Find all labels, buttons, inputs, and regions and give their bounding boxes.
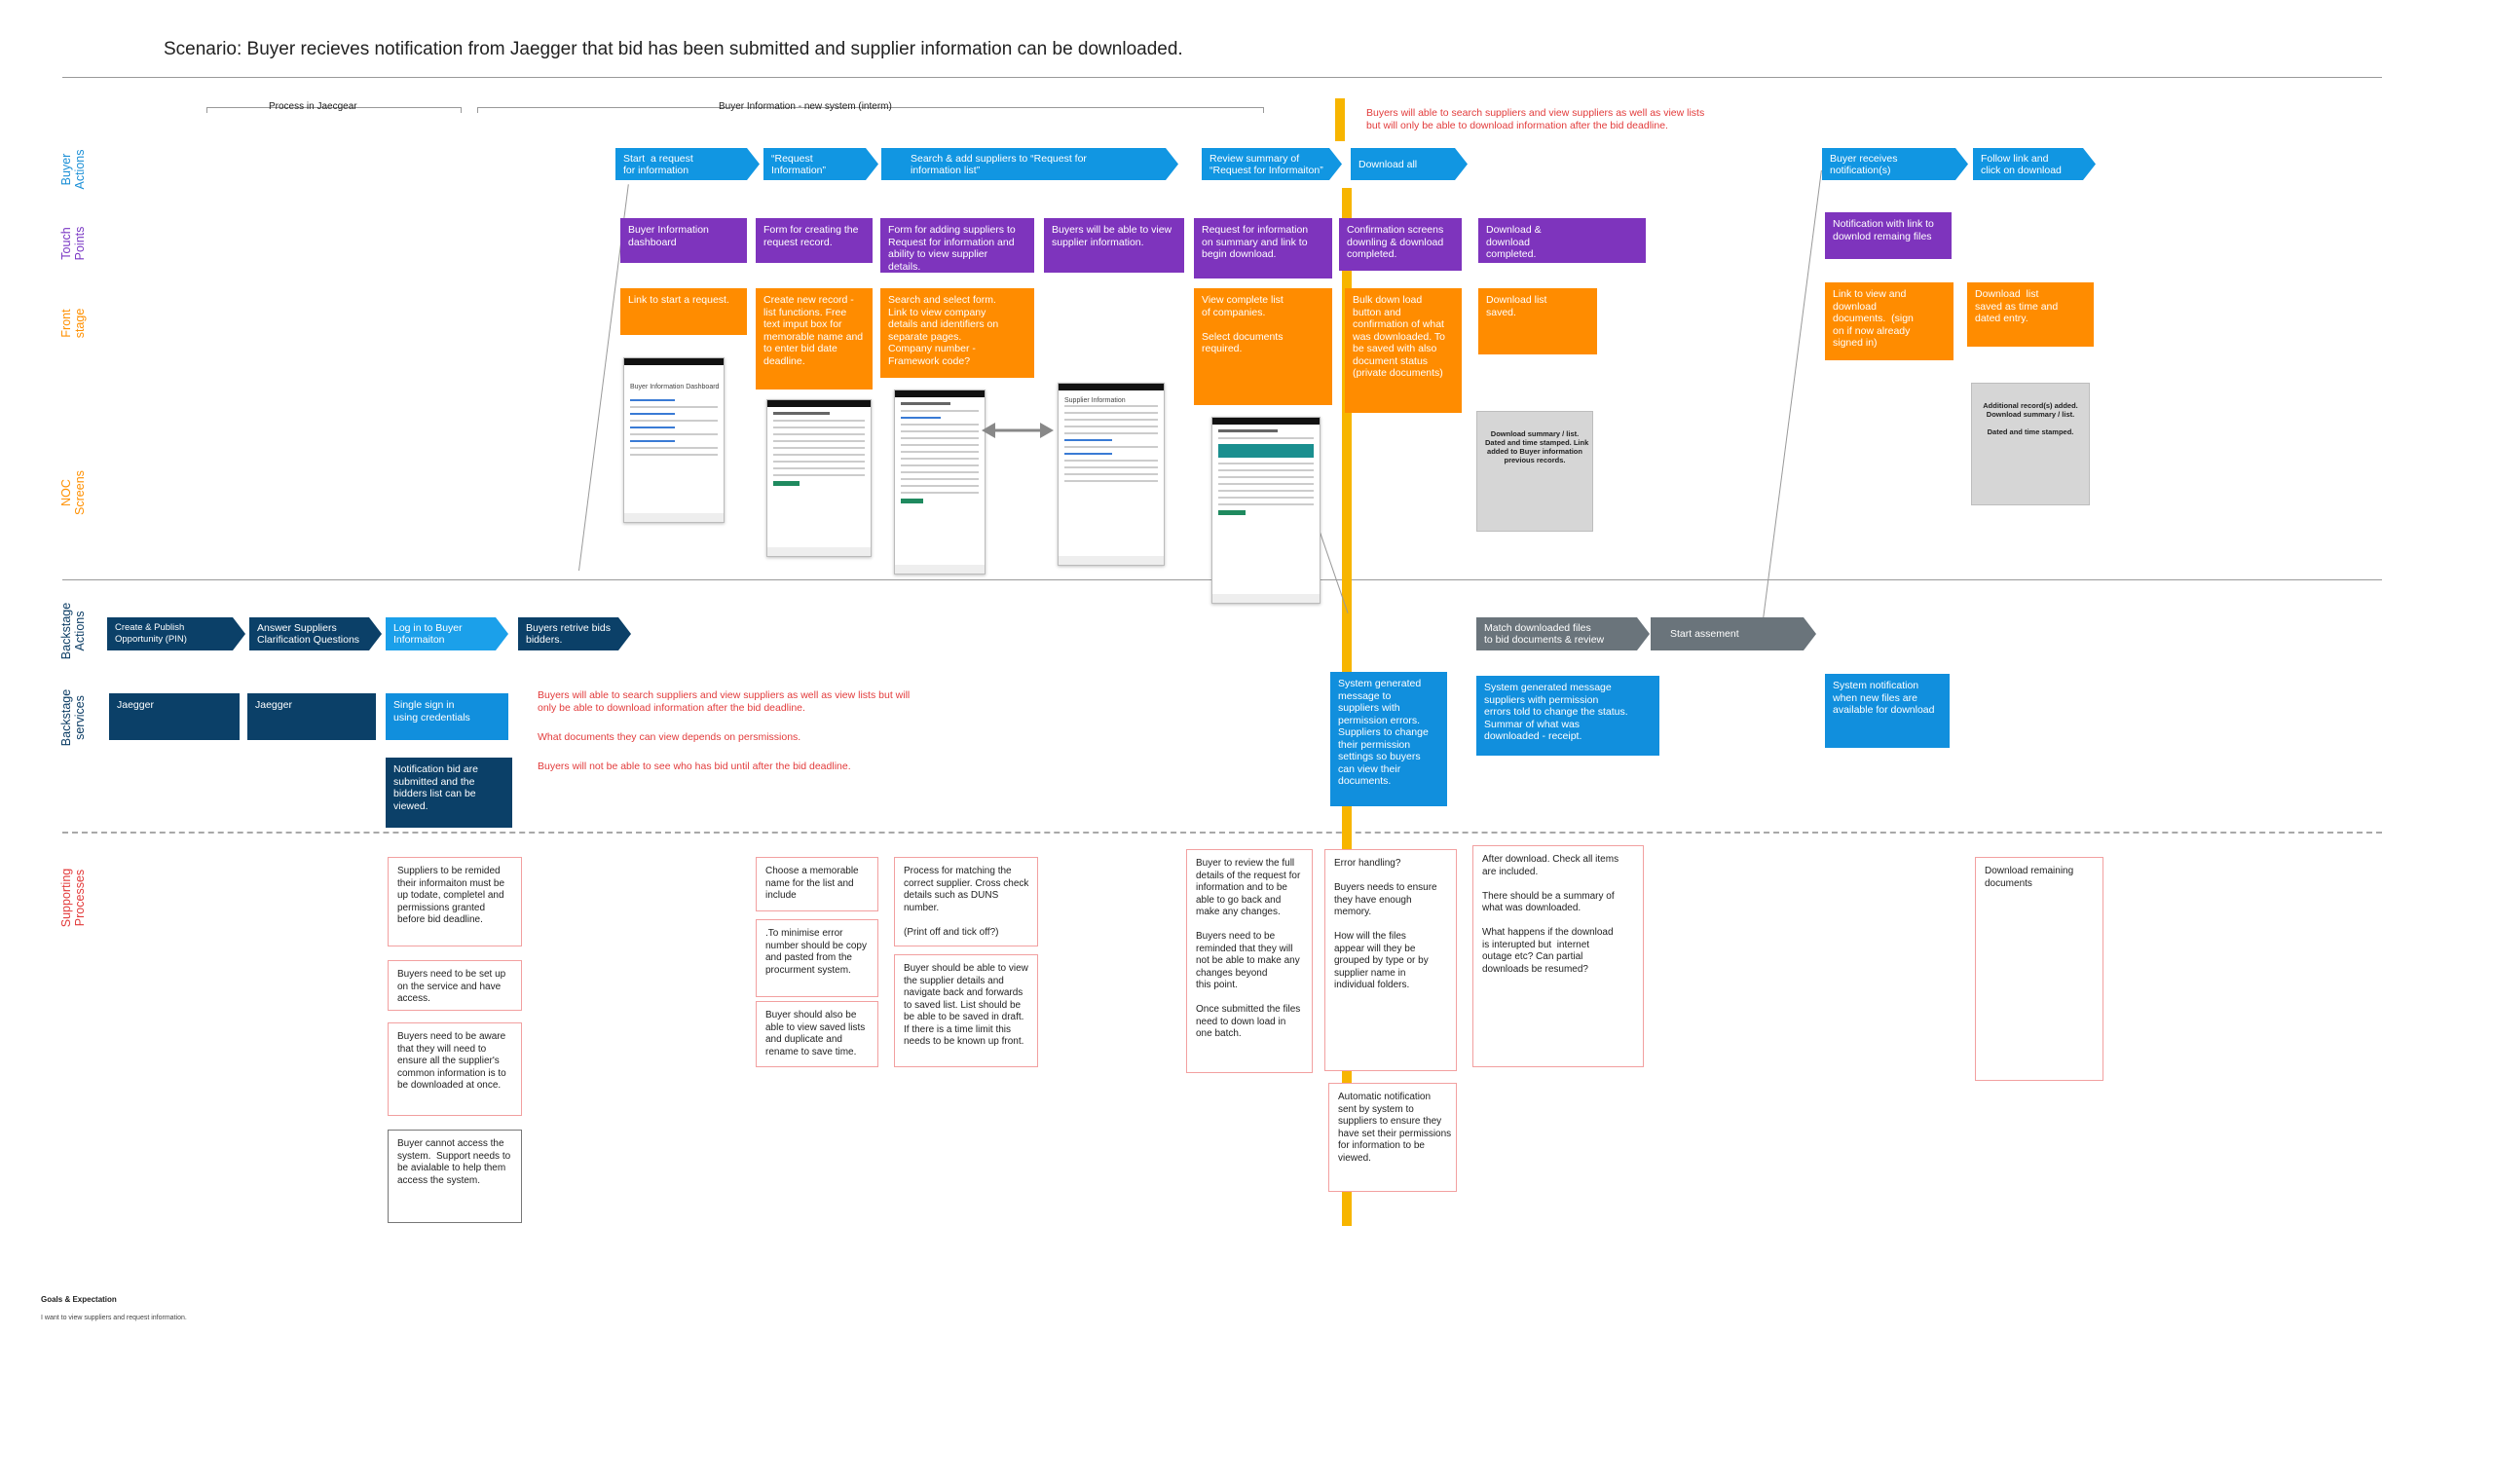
section-bracket-right [477, 107, 1264, 113]
deadline-note: Buyers will able to search suppliers and… [1366, 107, 1705, 131]
download-summary-card: Download summary / list. Dated and time … [1476, 411, 1593, 532]
connector-line [1763, 169, 1822, 620]
support-divider [62, 832, 2382, 834]
goals-heading: Goals & Expectation [41, 1295, 117, 1304]
buyer-action-review-summary: Review summary of “Request for Informait… [1202, 148, 1342, 180]
support-note-navigate-list: Buyer should be able to view the supplie… [894, 954, 1038, 1067]
lane-supporting-processes: Supporting Processes [59, 868, 87, 928]
support-note-after-download: After download. Check all items are incl… [1472, 845, 1644, 1067]
lane-front-stage: Front stage [59, 308, 87, 339]
buyer-action-download-all: Download all [1351, 148, 1468, 180]
goals-text: I want to view suppliers and request inf… [41, 1315, 187, 1321]
buyer-action-start-request: Start a request for information [615, 148, 760, 180]
timeline-marker-top [1335, 98, 1345, 141]
support-note-matching-supplier: Process for matching the correct supplie… [894, 857, 1038, 946]
service-bid-notification: Notification bid are submitted and the b… [386, 758, 512, 828]
support-note-saved-lists: Buyer should also be able to view saved … [756, 1001, 878, 1067]
front-stage-link-start: Link to start a request. [620, 288, 747, 335]
section-label-right: Buyer Information - new system (interm) [719, 101, 892, 112]
touch-point-download-completed: Download & download completed. [1478, 218, 1646, 263]
service-permission-errors-message: System generated message to suppliers wi… [1330, 672, 1447, 806]
support-note-memorable-name: Choose a memorable name for the list and… [756, 857, 878, 911]
support-note-automatic-notification: Automatic notification sent by system to… [1328, 1083, 1457, 1192]
backstage-action-match-files: Match downloaded files to bid documents … [1476, 617, 1650, 650]
page-title: Scenario: Buyer recieves notification fr… [164, 39, 1183, 59]
section-label-left: Process in Jaecgear [269, 101, 357, 112]
front-stage-list-saved-time: Download list saved as time and dated en… [1967, 282, 2094, 347]
top-divider [62, 77, 2382, 78]
touch-point-notification-link: Notification with link to downlod remain… [1825, 212, 1952, 259]
double-arrow-icon [982, 423, 1054, 438]
lane-noc-screens: NOC Screens [59, 470, 87, 515]
buyer-action-request-information: “Request Information” [763, 148, 878, 180]
backstage-action-start-assessment: Start assement [1651, 617, 1816, 650]
backstage-action-answer-questions: Answer Suppliers Clarification Questions [249, 617, 382, 650]
front-stage-view-list: View complete list of companies. Select … [1194, 288, 1332, 405]
buyer-action-search-add-suppliers: Search & add suppliers to “Request for i… [881, 148, 1178, 180]
support-note-access-help: Buyer cannot access the system. Support … [388, 1130, 522, 1223]
front-stage-download-list-saved: Download list saved. [1478, 288, 1597, 354]
touch-point-confirmation: Confirmation screens downling & download… [1339, 218, 1462, 271]
service-jaegger-1: Jaegger [109, 693, 240, 740]
support-note-error-handling: Error handling? Buyers needs to ensure t… [1324, 849, 1457, 1071]
additional-records-card: Additional record(s) added. Download sum… [1971, 383, 2090, 505]
touch-point-summary: Request for information on summary and l… [1194, 218, 1332, 278]
touch-point-dashboard: Buyer Information dashboard [620, 218, 747, 263]
touch-point-create-form: Form for creating the request record. [756, 218, 873, 263]
screen-supplier-information: Supplier Information [1058, 383, 1165, 566]
support-note-suppliers-reminder: Suppliers to be remided their informaito… [388, 857, 522, 946]
section-bracket-left [206, 107, 462, 113]
support-note-copy-paste: .To minimise error number should be copy… [756, 919, 878, 997]
service-new-files-notification: System notification when new files are a… [1825, 674, 1950, 748]
buyer-action-follow-link: Follow link and click on download [1973, 148, 2096, 180]
screen-request-form [766, 399, 872, 557]
backstage-action-create-publish: Create & Publish Opportunity (PIN) [107, 617, 245, 650]
services-note-permissions: What documents they can view depends on … [538, 731, 801, 743]
screen-buyer-dashboard: Buyer Information Dashboard [623, 357, 725, 523]
support-note-review-request: Buyer to review the full details of the … [1186, 849, 1313, 1073]
services-note-search: Buyers will able to search suppliers and… [538, 689, 911, 714]
front-stage-search-select: Search and select form. Link to view com… [880, 288, 1034, 378]
front-stage-link-view-download: Link to view and download documents. (si… [1825, 282, 1953, 360]
backstage-action-retrieve-bids: Buyers retrive bids bidders. [518, 617, 631, 650]
lane-backstage-actions: Backstage Actions [59, 602, 87, 660]
screen-add-suppliers [894, 390, 986, 575]
service-jaegger-2: Jaegger [247, 693, 376, 740]
support-note-download-once: Buyers need to be aware that they will n… [388, 1022, 522, 1116]
backstage-action-login: Log in to Buyer Informaiton [386, 617, 508, 650]
services-note-bid-visibility: Buyers will not be able to see who has b… [538, 761, 851, 772]
front-stage-create-record: Create new record - list functions. Free… [756, 288, 873, 390]
service-download-receipt: System generated message suppliers with … [1476, 676, 1659, 756]
touch-point-view-supplier: Buyers will be able to view supplier inf… [1044, 218, 1184, 273]
screen-request-summary [1211, 417, 1321, 604]
support-note-buyers-setup: Buyers need to be set up on the service … [388, 960, 522, 1011]
service-single-sign-in: Single sign in using credentials [386, 693, 508, 740]
buyer-action-receives-notification: Buyer receives notification(s) [1822, 148, 1968, 180]
support-note-download-remaining: Download remaining documents [1975, 857, 2103, 1081]
lane-backstage-services: Backstage services [59, 688, 87, 747]
touch-point-add-suppliers-form: Form for adding suppliers to Request for… [880, 218, 1034, 273]
lane-touch-points: Touch Points [59, 226, 87, 261]
front-stage-bulk-download: Bulk down load button and confirmation o… [1345, 288, 1462, 413]
